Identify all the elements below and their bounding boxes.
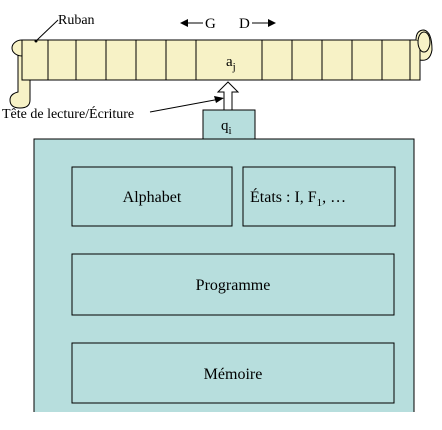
direction-left: G — [180, 16, 216, 32]
right-label: D — [239, 16, 250, 32]
memoire-box — [71, 342, 395, 404]
head-up-arrow-icon — [216, 81, 240, 111]
state-label: qi — [221, 118, 232, 137]
ruban-pointer-line — [35, 19, 59, 42]
tape-cells — [47, 40, 411, 80]
head-pointer-arrow-icon — [214, 96, 224, 103]
alphabet-box — [71, 166, 233, 227]
programme-label: Programme — [196, 277, 271, 294]
tape-right-roll-edge — [417, 31, 431, 53]
direction-right: D — [239, 16, 276, 32]
head-pointer-line — [149, 98, 221, 113]
ruban-label: Ruban — [58, 13, 95, 28]
etats-label: États : I, F1, … — [250, 187, 346, 209]
left-arrow-head-icon — [180, 19, 188, 27]
tape: aj — [9, 29, 433, 109]
state-box — [202, 109, 256, 140]
left-label: G — [205, 16, 216, 32]
memoire-label: Mémoire — [204, 366, 263, 383]
head-label: Tête de lecture/Écriture — [2, 105, 134, 122]
tape-band — [21, 39, 421, 81]
alphabet-label: Alphabet — [123, 189, 182, 206]
current-cell-symbol: aj — [226, 54, 236, 73]
right-arrow-head-icon — [268, 19, 276, 27]
programme-box — [71, 253, 395, 316]
ruban-pointer-dot — [34, 39, 38, 43]
read-write-head: qi — [202, 81, 256, 140]
etats-box — [242, 166, 396, 227]
machine-body: Alphabet États : I, F1, … Programme Mémo… — [33, 138, 415, 412]
